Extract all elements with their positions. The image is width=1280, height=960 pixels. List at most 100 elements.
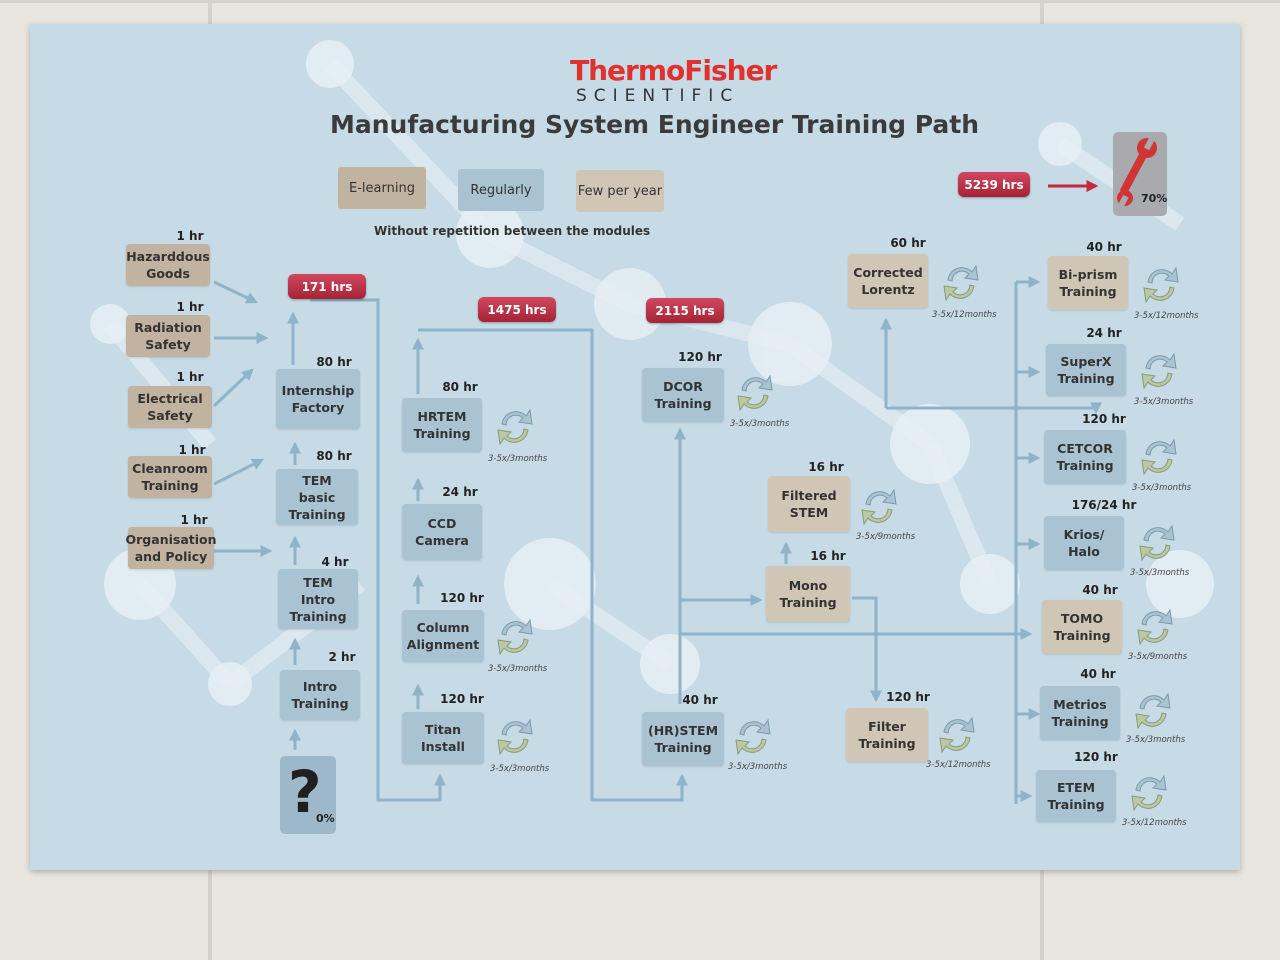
node-tomo-training: TOMO Training (1042, 600, 1122, 654)
cetcor-hours: 120 hr (1082, 412, 1126, 426)
cycle-icon (943, 265, 979, 301)
badge-1475-hrs: 1475 hrs (478, 297, 556, 322)
hrtem-frequency: 3-5x/3months (488, 454, 548, 464)
biprism-hours: 40 hr (1086, 240, 1122, 254)
cycle-icon (1135, 693, 1171, 729)
metrios-frequency: 3-5x/3months (1126, 735, 1186, 745)
column-hours: 120 hr (440, 591, 484, 605)
page-title: Manufacturing System Engineer Training P… (330, 110, 979, 139)
cycle-icon (1143, 267, 1179, 303)
node-krios-halo: Krios/ Halo (1044, 516, 1124, 570)
legend-few-per-year: Few per year (576, 170, 664, 212)
titan-hours: 120 hr (440, 692, 484, 706)
superx-frequency: 3-5x/3months (1134, 397, 1194, 407)
cycle-icon (497, 619, 533, 655)
start-box: ? 0% (280, 756, 336, 834)
tembasic-hours: 80 hr (316, 449, 352, 463)
legend-elearning: E-learning (338, 167, 426, 209)
radiation-hours: 1 hr (176, 300, 204, 314)
cycle-icon (939, 717, 975, 753)
filter-frequency: 3-5x/12months (926, 760, 991, 770)
internship-hours: 80 hr (316, 355, 352, 369)
cycle-icon (497, 719, 533, 755)
scientific-logo-text: SCIENTIFIC (576, 86, 740, 106)
filteredstem-hours: 16 hr (808, 460, 844, 474)
node-tem-basic-training: TEM basic Training (276, 469, 358, 525)
cycle-icon (737, 375, 773, 411)
cycle-icon (861, 489, 897, 525)
node-hrtem-training: HRTEM Training (402, 398, 482, 452)
cycle-icon (1141, 439, 1177, 475)
badge-171-hrs: 171 hrs (288, 274, 366, 299)
node-ccd-camera: CCD Camera (402, 504, 482, 560)
node-dcor-training: DCOR Training (642, 368, 724, 422)
node-metrios-training: Metrios Training (1040, 686, 1120, 740)
intro-hours: 2 hr (328, 650, 356, 664)
badge-2115-hrs: 2115 hrs (646, 298, 724, 323)
node-superx-training: SuperX Training (1046, 344, 1126, 396)
lorentz-frequency: 3-5x/12months (932, 310, 997, 320)
question-mark-icon: ? (288, 758, 322, 826)
biprism-frequency: 3-5x/12months (1134, 311, 1199, 321)
node-hrstem-training: (HR)STEM Training (642, 712, 724, 766)
cycle-icon (1137, 609, 1173, 645)
superx-hours: 24 hr (1086, 326, 1122, 340)
connector-arrows (212, 180, 1102, 804)
node-cetcor-training: CETCOR Training (1044, 430, 1126, 484)
total-hours-badge: 5239 hrs (958, 172, 1030, 197)
column-frequency: 3-5x/3months (488, 664, 548, 674)
hrstem-hours: 40 hr (682, 693, 718, 707)
cycle-icon (1131, 775, 1167, 811)
titan-frequency: 3-5x/3months (490, 764, 550, 774)
ccd-hours: 24 hr (442, 485, 478, 499)
molecule-background (90, 40, 1214, 706)
lorentz-hours: 60 hr (890, 236, 926, 250)
node-biprism-training: Bi-prism Training (1048, 256, 1128, 310)
krios-hours: 176/24 hr (1071, 498, 1137, 512)
tomo-hours: 40 hr (1082, 583, 1118, 597)
etem-frequency: 3-5x/12months (1122, 818, 1187, 828)
start-percent: 0% (316, 812, 335, 825)
filteredstem-frequency: 3-5x/9months (856, 532, 916, 542)
node-corrected-lorentz: Corrected Lorentz (848, 254, 928, 308)
node-mono-training: Mono Training (766, 566, 850, 622)
cycle-icon (497, 409, 533, 445)
cycle-icon (735, 719, 771, 755)
training-path-poster: ThermoFisher SCIENTIFIC Manufacturing Sy… (30, 24, 1240, 870)
mono-hours: 16 hr (810, 549, 846, 563)
node-internship-factory: Internship Factory (276, 369, 360, 429)
thermofisher-logo: ThermoFisher (570, 54, 777, 87)
cetcor-frequency: 3-5x/3months (1132, 483, 1192, 493)
etem-hours: 120 hr (1074, 750, 1118, 764)
node-intro-training: Intro Training (280, 670, 360, 720)
wrench-icon (1117, 136, 1157, 208)
progress-box: 70% (1113, 132, 1167, 216)
note-text: Without repetition between the modules (374, 224, 651, 238)
cleanroom-hours: 1 hr (178, 443, 206, 457)
hrtem-hours: 80 hr (442, 380, 478, 394)
electrical-hours: 1 hr (176, 370, 204, 384)
dcor-hours: 120 hr (678, 350, 722, 364)
node-column-alignment: Column Alignment (402, 610, 484, 662)
node-tem-intro-training: TEM Intro Training (278, 569, 358, 629)
node-electrical-safety: Electrical Safety (128, 386, 212, 428)
node-titan-install: Titan Install (402, 712, 484, 764)
node-etem-training: ETEM Training (1036, 770, 1116, 822)
hrstem-frequency: 3-5x/3months (728, 762, 788, 772)
node-radiation-safety: Radiation Safety (126, 315, 210, 357)
dcor-frequency: 3-5x/3months (730, 419, 790, 429)
cycle-icon (1139, 525, 1175, 561)
legend-regularly: Regularly (458, 169, 544, 211)
node-organisation-policy: Organisation and Policy (126, 527, 217, 569)
krios-frequency: 3-5x/3months (1130, 568, 1190, 578)
progress-percent: 70% (1141, 192, 1168, 205)
node-filter-training: Filter Training (846, 708, 928, 762)
node-filtered-stem: Filtered STEM (768, 476, 850, 532)
organisation-hours: 1 hr (180, 513, 208, 527)
metrios-hours: 40 hr (1080, 667, 1116, 681)
node-hazardous-goods: Hazarddous Goods (126, 244, 210, 286)
cycle-icon (1141, 353, 1177, 389)
temintro-hours: 4 hr (321, 555, 349, 569)
hazard-hours: 1 hr (176, 229, 204, 243)
filter-hours: 120 hr (886, 690, 930, 704)
